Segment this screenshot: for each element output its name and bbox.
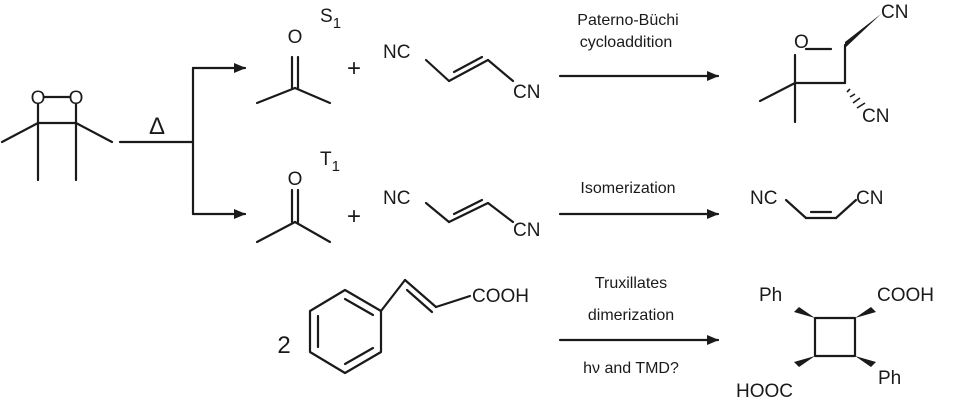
hv-tmd-condition: hν and TMD? (583, 360, 679, 377)
nitrile-cn: CN (513, 220, 540, 241)
isomerization-arrow: Isomerization (558, 180, 720, 219)
oxetane-cn-top: CN (881, 2, 908, 23)
plus-sign: + (347, 55, 361, 82)
wedge-bond-hooc-bottom (794, 356, 815, 367)
fumaronitrile-singlet: NC CN (383, 42, 540, 103)
product-ph-top: Ph (759, 285, 782, 306)
nitrile-cn: CN (513, 82, 540, 103)
stoichiometric-coefficient: 2 (277, 332, 290, 359)
acetone-singlet: O S1 (255, 6, 341, 105)
state-label-s1: S1 (320, 6, 341, 32)
paterno-buchi-arrow: Paterno-Büchi cycloaddition (558, 12, 720, 81)
isomerization-condition: Isomerization (580, 180, 675, 197)
wedge-bond-ph-top (794, 307, 815, 318)
truxillates-condition: Truxillates (595, 275, 667, 292)
dioxetane-oxygen-left: O (31, 88, 46, 109)
cycloaddition-condition: cycloaddition (580, 34, 673, 51)
nitrile-nc: NC (383, 42, 410, 63)
nitrile-nc: NC (383, 188, 410, 209)
wedge-bond-cooh-top (855, 307, 876, 318)
fumaronitrile-triplet: NC CN (383, 188, 540, 241)
maleonitrile-product: NC CN (750, 188, 883, 220)
dimerization-condition: dimerization (588, 307, 674, 324)
dioxetane-oxygen-right: O (69, 88, 84, 109)
acetone-triplet: O T1 (255, 149, 340, 244)
cinnamic-acid-molecule: COOH (308, 278, 529, 375)
acetone-oxygen: O (288, 27, 303, 48)
state-label-t1: T1 (320, 149, 340, 175)
paterno-buchi-condition: Paterno-Büchi (577, 12, 678, 29)
oxetane-cn-bottom: CN (862, 106, 889, 127)
truxillic-acid-product: Ph COOH HOOC Ph (736, 285, 934, 402)
product-nc: NC (750, 188, 777, 209)
heat-symbol: Δ (149, 113, 165, 140)
dimerization-arrow: Truxillates dimerization hν and TMD? (558, 275, 720, 377)
oxetane-ring-oxygen: O (794, 32, 809, 53)
acetone-oxygen: O (288, 169, 303, 190)
branching-arrows: Δ (118, 63, 247, 219)
oxetane-product: O CN CN (758, 2, 908, 127)
wedge-bond-cn-top (845, 14, 881, 48)
product-hooc-bottom: HOOC (736, 381, 793, 402)
plus-sign: + (347, 203, 361, 230)
wedge-bond-ph-bottom (855, 356, 876, 367)
dioxetane-molecule: O O (0, 88, 114, 182)
acid-group: COOH (472, 286, 529, 307)
product-cn: CN (856, 188, 883, 209)
product-ph-bottom: Ph (878, 368, 901, 389)
product-cooh-top: COOH (877, 285, 934, 306)
